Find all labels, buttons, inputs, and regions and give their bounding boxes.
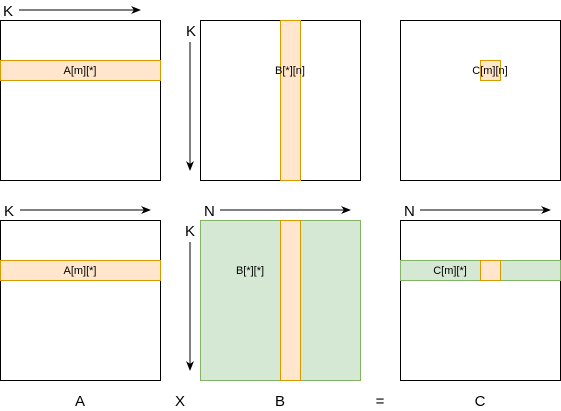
bottom-b-k-label: K — [185, 223, 195, 240]
bottom-a-k-label: K — [4, 203, 14, 220]
top-c-box — [400, 20, 561, 181]
bottom-matrix-b: N K B[*][*] — [185, 203, 361, 381]
bottom-a-row-highlight — [0, 260, 161, 281]
bottom-a-box — [0, 220, 161, 381]
bottom-b-cell-label: B[*][*] — [236, 265, 264, 277]
bottom-matrix-a: K A[m][*] — [0, 203, 161, 381]
top-row: K A[m][*] K B[*][n] C[m][n] — [0, 3, 561, 181]
footer-label-b: B — [275, 393, 285, 410]
footer-labels: A X B = C — [75, 393, 486, 410]
bottom-b-col-highlight — [280, 220, 301, 381]
top-matrix-c: C[m][n] — [400, 20, 561, 181]
top-c-cell-highlight — [480, 60, 501, 81]
top-a-k-label: K — [3, 3, 13, 20]
top-a-row-highlight — [0, 60, 161, 81]
footer-label-a: A — [75, 393, 85, 410]
bottom-c-box — [400, 220, 561, 381]
bottom-a-cell-label: A[m][*] — [63, 265, 96, 277]
top-matrix-a: K A[m][*] — [0, 3, 161, 181]
footer-op-equals: = — [376, 393, 385, 410]
footer-label-c: C — [475, 393, 486, 410]
bottom-c-n-label: N — [404, 203, 415, 220]
top-a-cell-label: A[m][*] — [63, 65, 96, 77]
bottom-c-cell-highlight — [480, 260, 501, 281]
top-c-cell-label: C[m][n] — [472, 65, 507, 77]
bottom-c-cell-label: C[m][*] — [433, 265, 467, 277]
top-b-k-label: K — [186, 23, 196, 40]
footer-op-times: X — [175, 393, 185, 410]
top-b-col-highlight — [280, 20, 301, 181]
top-a-box — [0, 20, 161, 181]
bottom-matrix-c: N C[m][*] — [400, 203, 561, 381]
bottom-b-n-label: N — [204, 203, 215, 220]
top-b-cell-label: B[*][n] — [275, 65, 305, 77]
bottom-row: K A[m][*] N K B[*][*] N C[m][*] — [0, 203, 561, 381]
top-matrix-b: K B[*][n] — [186, 20, 361, 181]
